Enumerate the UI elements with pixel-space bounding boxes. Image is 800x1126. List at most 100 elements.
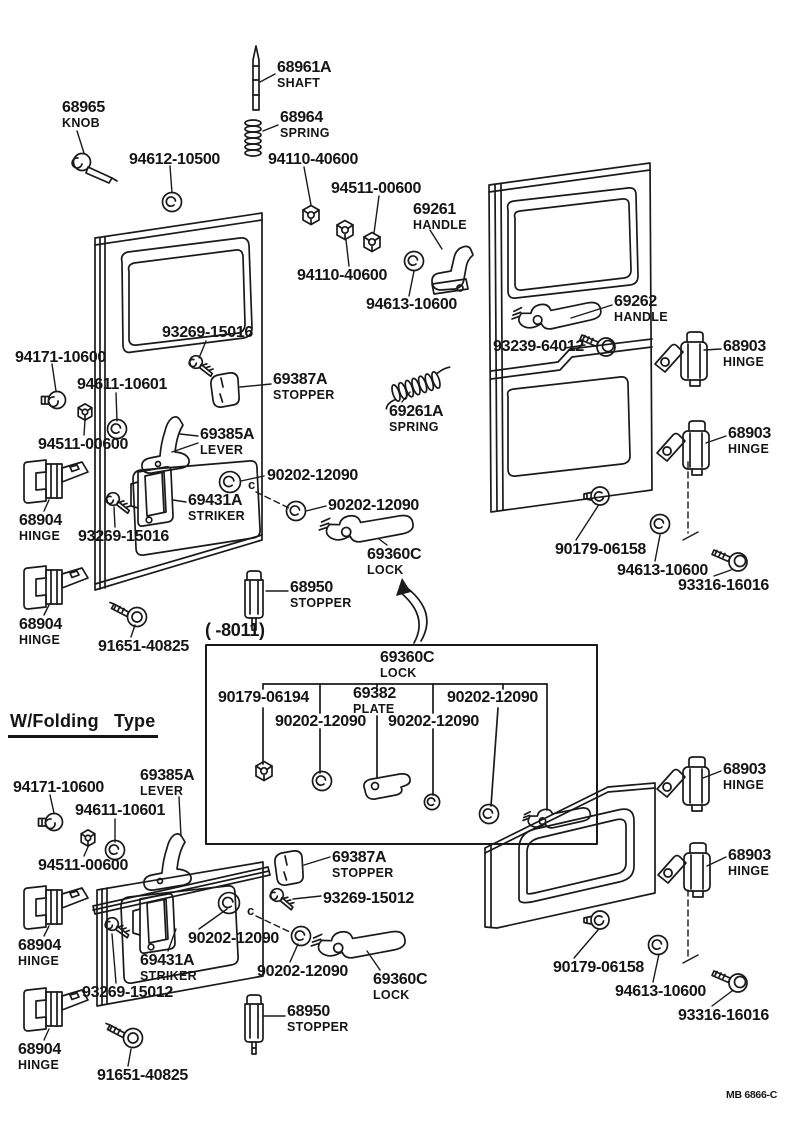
part-number: 69387A [332, 849, 387, 866]
part-number: 90179-06194 [218, 689, 310, 706]
part-number: 94611-10601 [75, 802, 166, 819]
part-number: 69261A [389, 403, 444, 420]
door-recess [133, 461, 260, 555]
part-number: 68903 [728, 847, 771, 864]
part-number: 90202-12090 [188, 930, 280, 947]
dash-ticks [683, 532, 698, 963]
outer-handle-part [511, 301, 602, 330]
part-label-93269-15012: 93269-15012 [82, 984, 173, 1001]
part-name: HINGE [18, 954, 60, 969]
part-number: c [247, 903, 254, 918]
part-name: SPRING [280, 126, 330, 141]
part-name: STOPPER [332, 866, 394, 881]
part-number: 94511-00600 [38, 857, 129, 874]
screw-93269-a [186, 353, 216, 378]
part-number: 93316-16016 [678, 1007, 770, 1024]
part-name: HINGE [19, 633, 61, 648]
part-label-94611-10601: 94611-10601 [75, 802, 166, 819]
part-label-94511-00600: 94511-00600 [38, 857, 129, 874]
part-name: HANDLE [614, 310, 668, 325]
plate-part [363, 773, 411, 800]
front-door-panel [95, 213, 262, 590]
part-name: STOPPER [273, 388, 335, 403]
part-number: 93269-15016 [78, 528, 170, 545]
stopper-69387-a [210, 372, 240, 408]
part-label-93269-15016: 93269-15016 [162, 324, 254, 341]
part-number: 91651-40825 [98, 638, 190, 655]
part-number: 68903 [728, 425, 771, 442]
section-heading-underline [8, 735, 158, 738]
bolt-93316-a [711, 549, 748, 572]
knob-part [72, 154, 117, 184]
rear-door-lower-panel [485, 783, 655, 928]
part-number: 90179-06158 [555, 541, 647, 558]
part-number: 69261 [413, 201, 456, 218]
part-number: 93269-15012 [323, 890, 415, 907]
part-label-94511-00600: 94511-00600 [331, 180, 421, 197]
part-name: HINGE [19, 529, 61, 544]
part-number: 94611-10601 [77, 376, 168, 393]
part-number: 68950 [290, 579, 333, 596]
screw-94171-a [40, 390, 67, 410]
part-name: HANDLE [413, 218, 467, 233]
part-label-8011: ( -8011) [205, 621, 265, 639]
washer-94613-a [403, 250, 425, 272]
part-name: HINGE [728, 442, 770, 457]
lock-part-b [310, 927, 407, 961]
part-number: 94511-00600 [38, 436, 129, 453]
part-number: 69382 [353, 685, 396, 702]
washer-90202-a [218, 470, 242, 494]
screw-91651-b [105, 1022, 144, 1049]
inset-arrow [396, 578, 427, 643]
part-label-94511-00600: 94511-00600 [38, 436, 129, 453]
striker-part-b [132, 893, 176, 954]
part-number: 94612-10500 [129, 151, 221, 168]
part-label-94110-40600: 94110-40600 [297, 267, 387, 284]
hinge-68904-d [23, 987, 89, 1032]
shaft-part [253, 46, 259, 110]
part-label-94613-10600: 94613-10600 [366, 296, 457, 313]
part-name: STRIKER [188, 509, 245, 524]
nut-94110-b [336, 219, 354, 241]
part-number: 68961A [277, 59, 332, 76]
hinge-68903-a [654, 331, 708, 387]
spring-part-68964 [245, 120, 261, 156]
part-label-91651-40825: 91651-40825 [97, 1067, 189, 1084]
part-name: STOPPER [287, 1020, 349, 1035]
hinge-68903-d [657, 842, 711, 898]
part-number: 94613-10600 [617, 562, 709, 579]
hinge-68903-b [656, 420, 710, 476]
part-number: 93269-15016 [162, 324, 254, 341]
nut-94511-b [77, 403, 93, 421]
part-label-94171-10600: 94171-10600 [15, 349, 106, 366]
part-name: LEVER [140, 784, 184, 799]
part-number: 90202-12090 [447, 689, 539, 706]
inset-box [206, 645, 597, 844]
washer-90202-b [285, 500, 307, 522]
folding-rail [93, 867, 270, 914]
part-number: 94613-10600 [615, 983, 707, 1000]
part-label-90202-12090: 90202-12090 [275, 713, 366, 730]
part-label-94110-40600: 94110-40600 [268, 151, 358, 168]
part-number: 90202-12090 [257, 963, 349, 980]
hinge-68904-b [23, 565, 89, 610]
part-number: 91651-40825 [97, 1067, 189, 1084]
section-heading: W/Folding Type [10, 711, 156, 731]
part-label-90179-06158: 90179-06158 [553, 959, 644, 976]
part-number: 68950 [287, 1003, 330, 1020]
part-label-94612-10500: 94612-10500 [129, 151, 221, 168]
part-label-94611-10601: 94611-10601 [77, 376, 168, 393]
washer-90202-d [290, 925, 312, 947]
screw-93269-c [267, 886, 297, 911]
